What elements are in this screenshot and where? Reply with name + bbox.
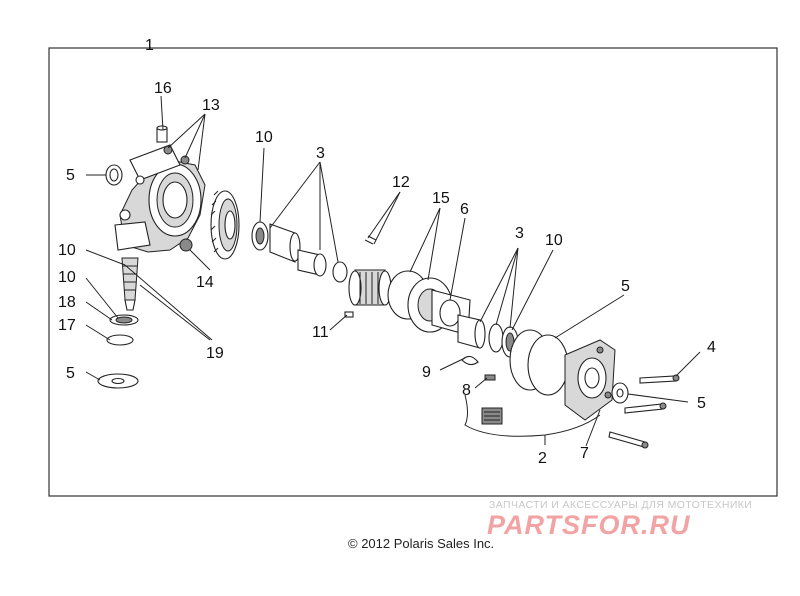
- callout-12: 12: [392, 174, 410, 191]
- callout-10-a: 10: [255, 129, 273, 146]
- callout-1: 1: [145, 37, 154, 54]
- copyright-text: © 2012 Polaris Sales Inc.: [348, 536, 495, 551]
- clip-8: [484, 374, 496, 381]
- callout-7: 7: [580, 445, 589, 462]
- callout-10-d: 10: [58, 269, 76, 286]
- spacer-3a: [269, 223, 301, 263]
- plug-13b: [180, 155, 190, 165]
- clip-11: [344, 311, 354, 318]
- seal-5-right: [611, 382, 629, 404]
- gearcase-housing: [114, 144, 206, 253]
- roller-cage: [348, 269, 392, 306]
- o-ring-17: [106, 334, 134, 346]
- callout-10-b: 10: [545, 232, 563, 249]
- pinion-shaft: [121, 257, 139, 311]
- assembly-frame: [48, 47, 778, 497]
- seal-top-left: [105, 164, 123, 186]
- callout-4: 4: [707, 339, 716, 356]
- callout-11: 11: [312, 324, 329, 341]
- pinion-bearing: [109, 314, 139, 326]
- callout-8: 8: [462, 382, 471, 399]
- callout-14: 14: [196, 274, 214, 291]
- plug-13a: [163, 145, 173, 155]
- callout-6: 6: [460, 201, 469, 218]
- breather-fitting: [156, 125, 168, 143]
- leader-lines: [85, 95, 701, 447]
- washer-bottom: [97, 373, 139, 389]
- callout-2: 2: [538, 450, 547, 467]
- callout-17: 17: [58, 317, 76, 334]
- ring-gear: [210, 190, 240, 260]
- callout-5-b: 5: [621, 278, 630, 295]
- hub-3b: [297, 249, 348, 283]
- watermark-logo: PARTSFOR.RU: [487, 510, 691, 540]
- bearing-10-center: [251, 221, 269, 251]
- bracket-2: [464, 394, 601, 445]
- bolts-4: [608, 374, 680, 449]
- washer-9: [461, 355, 479, 366]
- callout-9: 9: [422, 364, 431, 381]
- callout-16: 16: [154, 80, 172, 97]
- callout-3-a: 3: [316, 145, 325, 162]
- callout-5-d: 5: [697, 395, 706, 412]
- callout-3-b: 3: [515, 225, 524, 242]
- right-cover: [564, 339, 616, 421]
- callout-18: 18: [58, 294, 76, 311]
- callout-15: 15: [432, 190, 450, 207]
- actuator-7: [481, 407, 503, 425]
- seal-5-large: [509, 329, 569, 396]
- plug-14: [179, 238, 193, 252]
- callout-5-a: 5: [66, 167, 75, 184]
- watermark-tagline: ЗАПЧАСТИ И АКСЕССУАРЫ ДЛЯ МОТОТЕХНИКИ: [489, 499, 753, 511]
- callout-19: 19: [206, 345, 224, 362]
- callout-10-c: 10: [58, 242, 76, 259]
- callout-5-c: 5: [66, 365, 75, 382]
- callout-13: 13: [202, 97, 220, 114]
